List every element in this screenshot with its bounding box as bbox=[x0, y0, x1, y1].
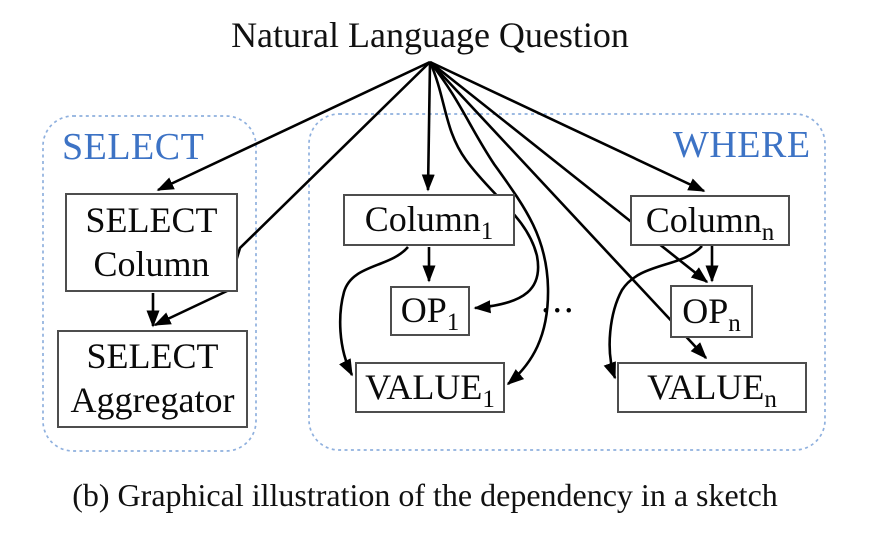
ellipsis: ... bbox=[541, 279, 576, 321]
select-column-node: SELECT Column bbox=[65, 193, 238, 292]
where-group-outline bbox=[308, 113, 826, 451]
where-group-label: WHERE bbox=[673, 124, 811, 166]
figure-caption: (b) Graphical illustration of the depend… bbox=[72, 477, 778, 513]
op-1-label: OP1 bbox=[400, 290, 460, 337]
select-group-outline bbox=[42, 115, 257, 452]
op-1-node: OP1 bbox=[390, 286, 470, 336]
edge-question-to-value-n bbox=[429, 61, 708, 360]
value-n-node: VALUEn bbox=[617, 362, 807, 413]
edge-question-to-select-column bbox=[156, 60, 431, 192]
edge-question-to-value-1 bbox=[428, 61, 550, 385]
edge-column-n-to-value-n bbox=[603, 245, 703, 380]
value-1-label: VALUE1 bbox=[365, 366, 495, 413]
edge-question-to-column-1 bbox=[421, 61, 435, 192]
value-n-label: VALUEn bbox=[647, 366, 777, 413]
edge-question-to-op-1 bbox=[428, 61, 540, 314]
op-n-node: OPn bbox=[670, 285, 753, 338]
select-aggregator-label: SELECT Aggregator bbox=[70, 336, 235, 420]
edge-question-to-column-n bbox=[429, 60, 706, 193]
column-n-node: Columnn bbox=[630, 195, 790, 246]
op-n-label: OPn bbox=[682, 290, 741, 337]
select-aggregator-node: SELECT Aggregator bbox=[57, 330, 248, 428]
select-column-label: SELECT Column bbox=[85, 199, 218, 284]
column-n-label: Columnn bbox=[645, 199, 775, 246]
select-group-label: SELECT bbox=[62, 126, 205, 168]
column-1-label: Column1 bbox=[364, 199, 494, 246]
value-1-node: VALUE1 bbox=[355, 362, 505, 413]
edge-column-1-to-value-1 bbox=[338, 246, 409, 377]
column-1-node: Column1 bbox=[343, 194, 515, 246]
natural-language-question-node: Natural Language Question bbox=[231, 15, 629, 55]
